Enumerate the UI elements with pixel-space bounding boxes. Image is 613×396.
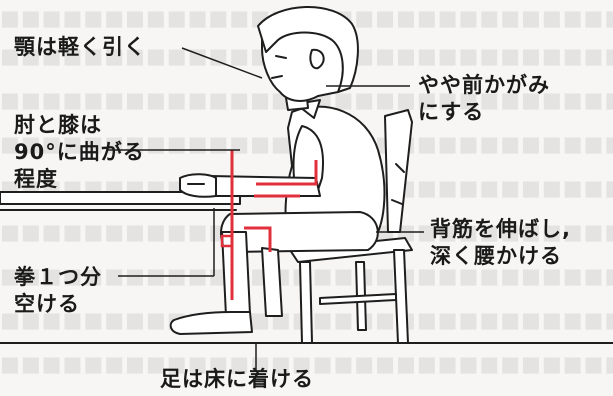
elbow-angle-mark bbox=[256, 160, 318, 186]
background-text-line: ■■■■■■■■■■■■■■■■■■■■■■■■■■■■■■ bbox=[0, 352, 613, 376]
label-chin: 顎は軽く引く bbox=[14, 35, 146, 59]
chin-leader bbox=[181, 47, 263, 79]
label-elbow-knee: 肘と膝は 90°に曲がる 程度 bbox=[14, 113, 145, 191]
knee-square-mark bbox=[220, 234, 234, 248]
table bbox=[0, 191, 241, 211]
person bbox=[169, 6, 386, 335]
label-back-straight: 背筋を伸ばし, 深く腰かける bbox=[430, 217, 571, 268]
knee-angle-mark bbox=[244, 226, 272, 252]
label-fist-gap: 拳１つ分 空ける bbox=[14, 265, 102, 316]
label-feet-floor: 足は床に着ける bbox=[160, 367, 314, 391]
posture-guide-marks bbox=[220, 150, 318, 300]
label-lean-forward: やや前かがみ にする bbox=[418, 73, 550, 124]
leader-lines bbox=[108, 47, 424, 372]
